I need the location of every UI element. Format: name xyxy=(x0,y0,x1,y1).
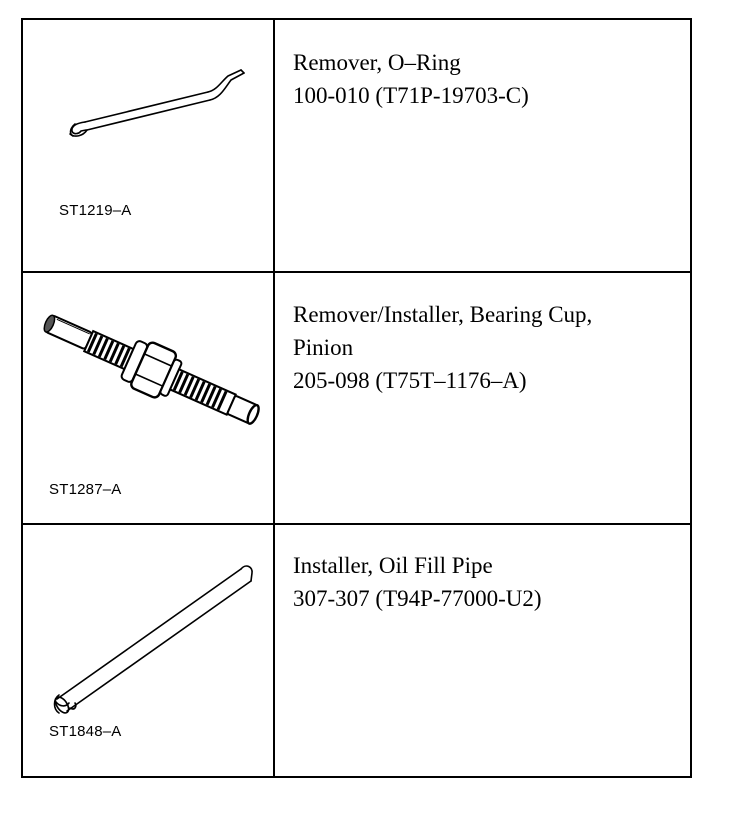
figure-code: ST1848–A xyxy=(49,723,122,740)
tool-name-line: Remover/Installer, Bearing Cup, xyxy=(293,302,593,327)
tool-part-number: 100-010 (T71P-19703-C) xyxy=(293,83,529,108)
special-tools-table: ST1219–A Remover, O–Ring 100-010 (T71P-1… xyxy=(21,18,692,778)
tool-row-oil-fill-pipe-installer: ST1848–A Installer, Oil Fill Pipe 307-30… xyxy=(23,525,690,776)
tool-image-cell: ST1287–A xyxy=(23,273,275,523)
tool-image-cell: ST1848–A xyxy=(23,525,275,776)
tool-row-o-ring-remover: ST1219–A Remover, O–Ring 100-010 (T71P-1… xyxy=(23,20,690,273)
tool-name-line: Remover, O–Ring xyxy=(293,50,461,75)
threaded-bolt-with-nut-icon xyxy=(43,314,260,425)
tool-image-cell: ST1219–A xyxy=(23,20,275,271)
tool-name-line: Pinion xyxy=(293,335,354,360)
tool-row-bearing-cup-remover-installer: ST1287–A Remover/Installer, Bearing Cup,… xyxy=(23,273,690,525)
figure-code: ST1287–A xyxy=(49,481,122,498)
o-ring-remover-hook-icon xyxy=(69,69,245,137)
tool-part-number: 205-098 (T75T–1176–A) xyxy=(293,368,527,393)
tube-pipe-installer-icon xyxy=(53,565,253,714)
tool-description: Remover, O–Ring 100-010 (T71P-19703-C) xyxy=(293,46,683,112)
tool-description: Remover/Installer, Bearing Cup, Pinion 2… xyxy=(293,298,683,397)
figure-code: ST1219–A xyxy=(59,202,132,219)
tool-description: Installer, Oil Fill Pipe 307-307 (T94P-7… xyxy=(293,549,683,615)
tool-name-line: Installer, Oil Fill Pipe xyxy=(293,553,493,578)
tool-part-number: 307-307 (T94P-77000-U2) xyxy=(293,586,542,611)
